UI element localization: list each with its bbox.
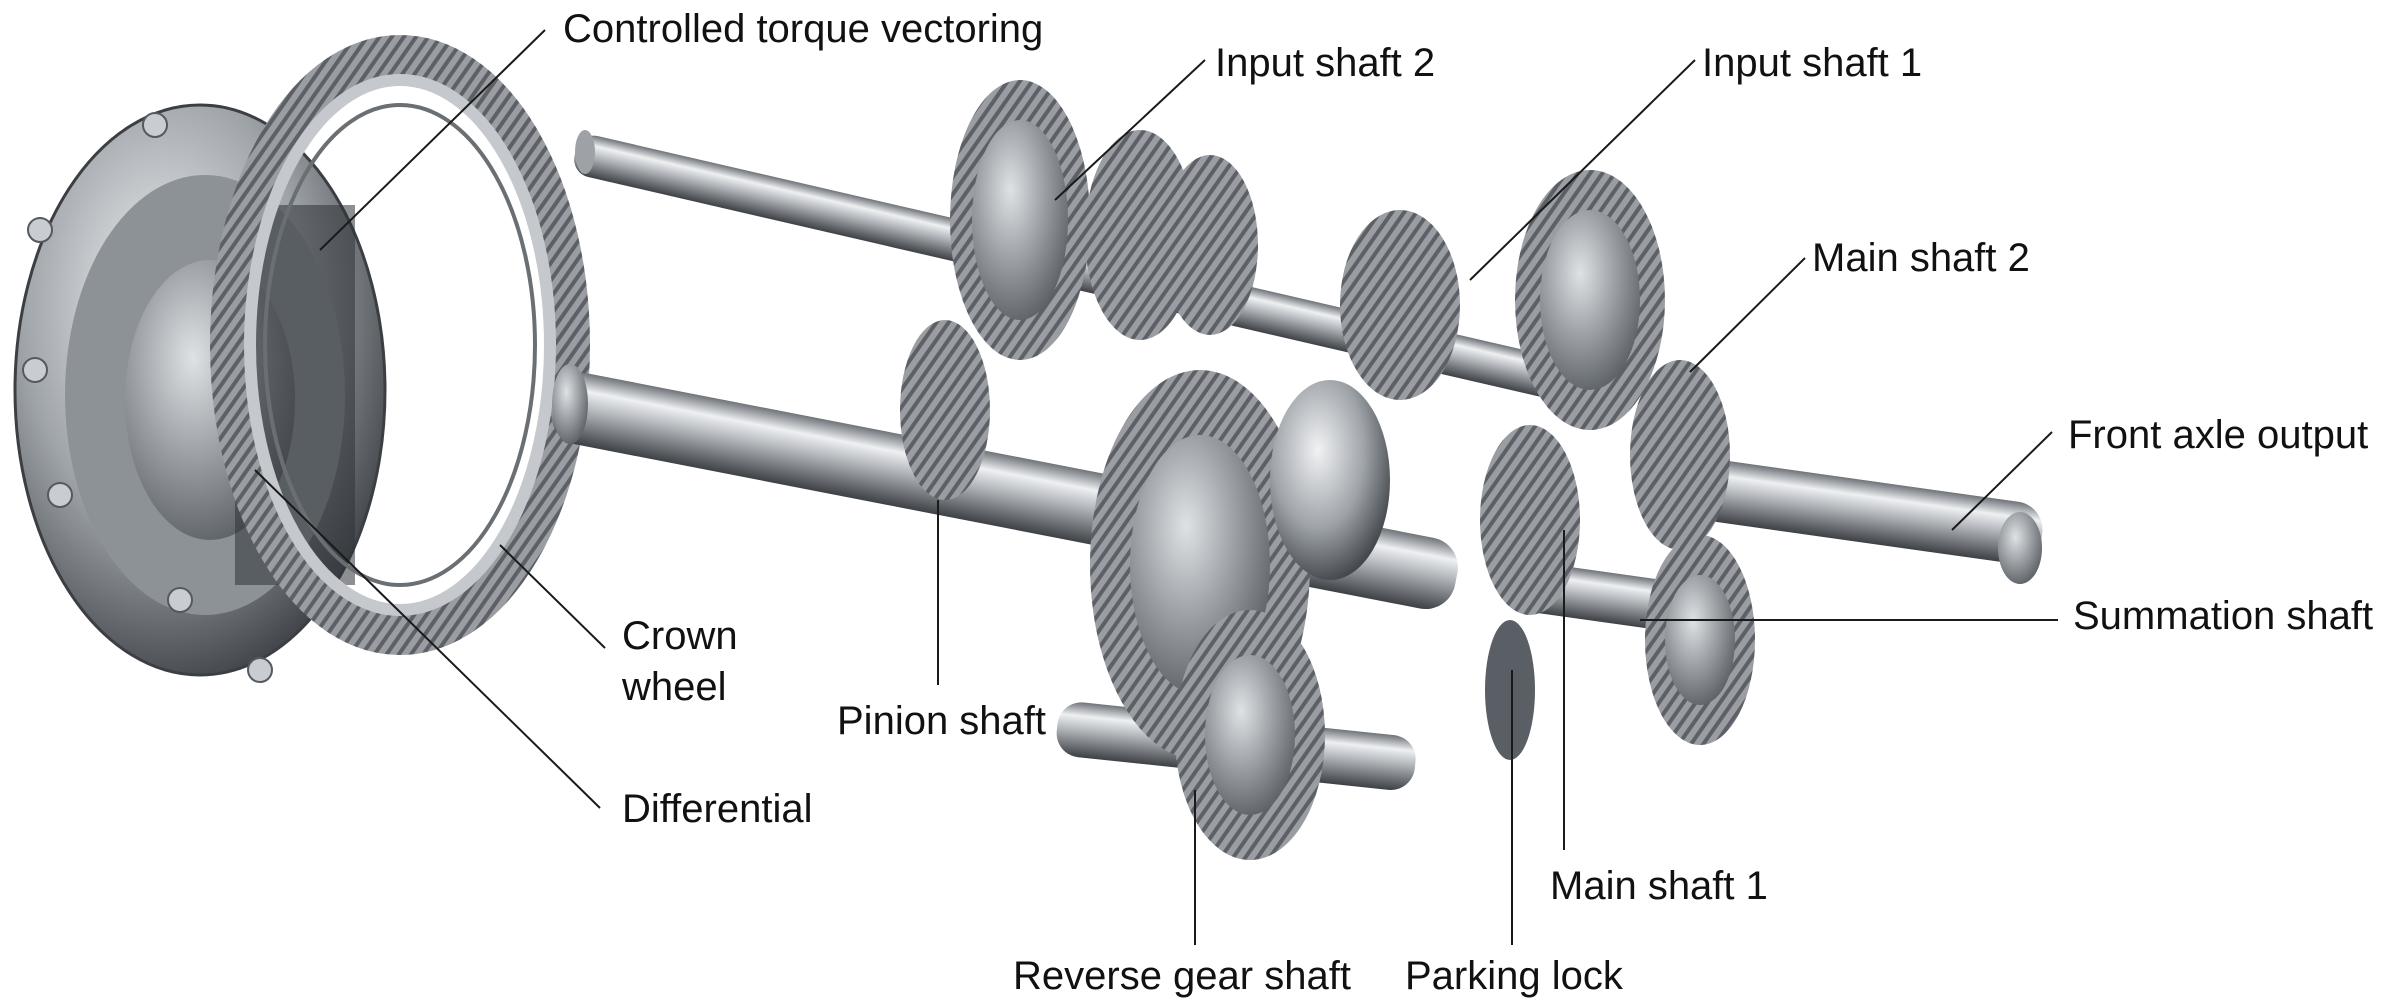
label-crown-wheel-line2: wheel	[622, 665, 727, 709]
leader-crown-wheel	[499, 544, 606, 649]
label-crown-wheel-line1: Crown	[622, 614, 738, 658]
leader-input-shaft-1	[1469, 59, 1696, 281]
leader-main-shaft-2	[1689, 257, 1806, 373]
label-controlled-torque-vectoring: Controlled torque vectoring	[563, 7, 1044, 51]
label-differential: Differential	[622, 787, 813, 831]
leader-front-axle-output	[1951, 431, 2053, 531]
leader-differential	[254, 469, 601, 809]
leader-lines	[254, 29, 2058, 945]
leader-input-shaft-2	[1054, 59, 1206, 201]
label-input-shaft-1: Input shaft 1	[1702, 41, 1923, 85]
label-input-shaft-2: Input shaft 2	[1215, 41, 1436, 85]
label-summation-shaft: Summation shaft	[2073, 594, 2374, 638]
gear-cluster	[900, 80, 1755, 860]
label-main-shaft-2: Main shaft 2	[1812, 236, 2030, 280]
label-reverse-gear-shaft: Reverse gear shaft	[1013, 954, 1351, 998]
crown-wheel-gear	[210, 35, 590, 655]
leader-controlled-torque-vectoring	[319, 29, 546, 251]
label-main-shaft-1: Main shaft 1	[1550, 864, 1768, 908]
label-front-axle-output: Front axle output	[2068, 413, 2369, 457]
label-pinion-shaft: Pinion shaft	[837, 699, 1047, 743]
label-parking-lock: Parking lock	[1405, 954, 1623, 998]
